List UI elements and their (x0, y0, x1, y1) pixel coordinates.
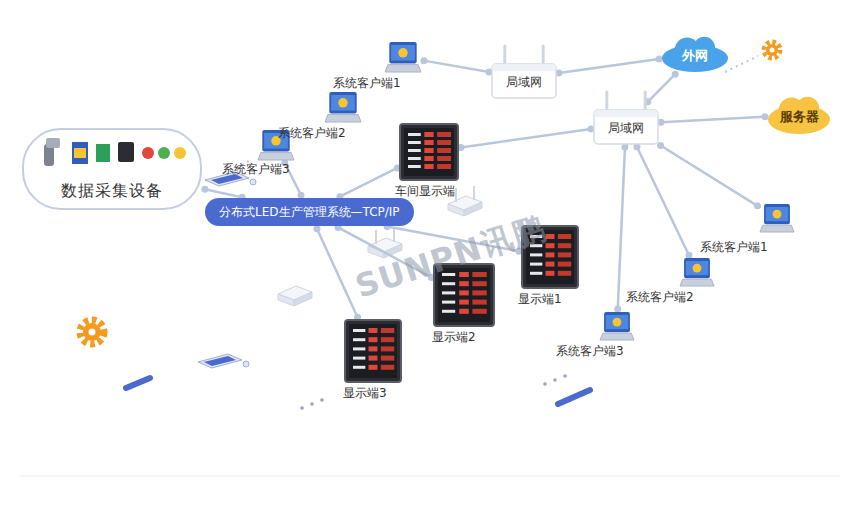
network-link (559, 59, 659, 73)
bar-shape (558, 390, 590, 404)
client-laptop-icon (680, 258, 714, 286)
gear-icon (764, 42, 780, 58)
network-link (618, 147, 625, 309)
cloud-shape: 服务器 (768, 96, 830, 134)
client-laptop-icon (325, 92, 361, 122)
network-link (340, 168, 397, 197)
link-endpoint (657, 142, 664, 149)
bar-shape (126, 378, 150, 388)
network-link (648, 74, 675, 102)
network-link (637, 147, 689, 256)
system-band: 分布式LED生产管理系统—TCP/IP (205, 198, 414, 226)
led-display-icon (345, 320, 401, 382)
link-endpoint (313, 225, 320, 232)
node-label: 局域网 (506, 74, 542, 91)
led-display-icon (400, 124, 458, 180)
node-label: 系统客户端3 (222, 162, 290, 176)
node-label: 系统客户端1 (333, 76, 401, 90)
client-laptop: 系统客户端3 (600, 312, 634, 340)
node-label: 系统客户端2 (278, 126, 346, 140)
network-link (461, 129, 591, 147)
link-endpoint (656, 56, 663, 63)
link-endpoint (762, 113, 769, 120)
node-label: 外网 (682, 47, 708, 65)
network-link (661, 117, 765, 122)
link-endpoint (201, 186, 208, 193)
network-link (205, 189, 242, 197)
node-label: 显示端1 (518, 292, 562, 306)
led-display: 车间显示端 (400, 124, 458, 180)
router-box: 局域网 (594, 104, 658, 144)
dotted-link (725, 56, 758, 72)
client-laptop-icon (760, 204, 794, 232)
network-link (424, 61, 489, 72)
node-label: 显示端3 (343, 386, 387, 400)
link-endpoint (672, 71, 679, 78)
node-label: 分布式LED生产管理系统—TCP/IP (219, 204, 400, 221)
node-label: 系统客户端2 (626, 290, 694, 304)
cloud-shape: 外网 (662, 36, 728, 72)
device-group: 数据采集设备 (22, 128, 202, 210)
link-endpoint (754, 202, 761, 209)
node-label: 显示端2 (432, 330, 476, 344)
router-box: 局域网 (492, 58, 556, 98)
access-point (278, 286, 312, 306)
node-label: 系统客户端1 (700, 240, 768, 254)
link-endpoint (614, 306, 621, 313)
client-laptop: 系统客户端2 (680, 258, 714, 286)
node-label: 系统客户端3 (556, 344, 624, 358)
client-laptop: 系统客户端2 (325, 92, 361, 122)
node-label: 服务器 (780, 108, 819, 126)
client-laptop-icon (600, 312, 634, 340)
led-display: 显示端3 (345, 320, 401, 382)
network-link (661, 146, 758, 206)
node-label: 数据采集设备 (22, 181, 202, 202)
client-laptop: 系统客户端1 (385, 42, 421, 72)
keyboard-device (198, 354, 249, 368)
client-laptop: 系统客户端1 (760, 204, 794, 232)
node-label: 局域网 (608, 120, 644, 137)
link-endpoint (420, 57, 427, 64)
node-label: 车间显示端 (395, 184, 455, 198)
client-laptop-icon (385, 42, 421, 72)
link-endpoint (685, 252, 692, 259)
divider-line (20, 476, 840, 477)
gear-icon (80, 320, 104, 344)
